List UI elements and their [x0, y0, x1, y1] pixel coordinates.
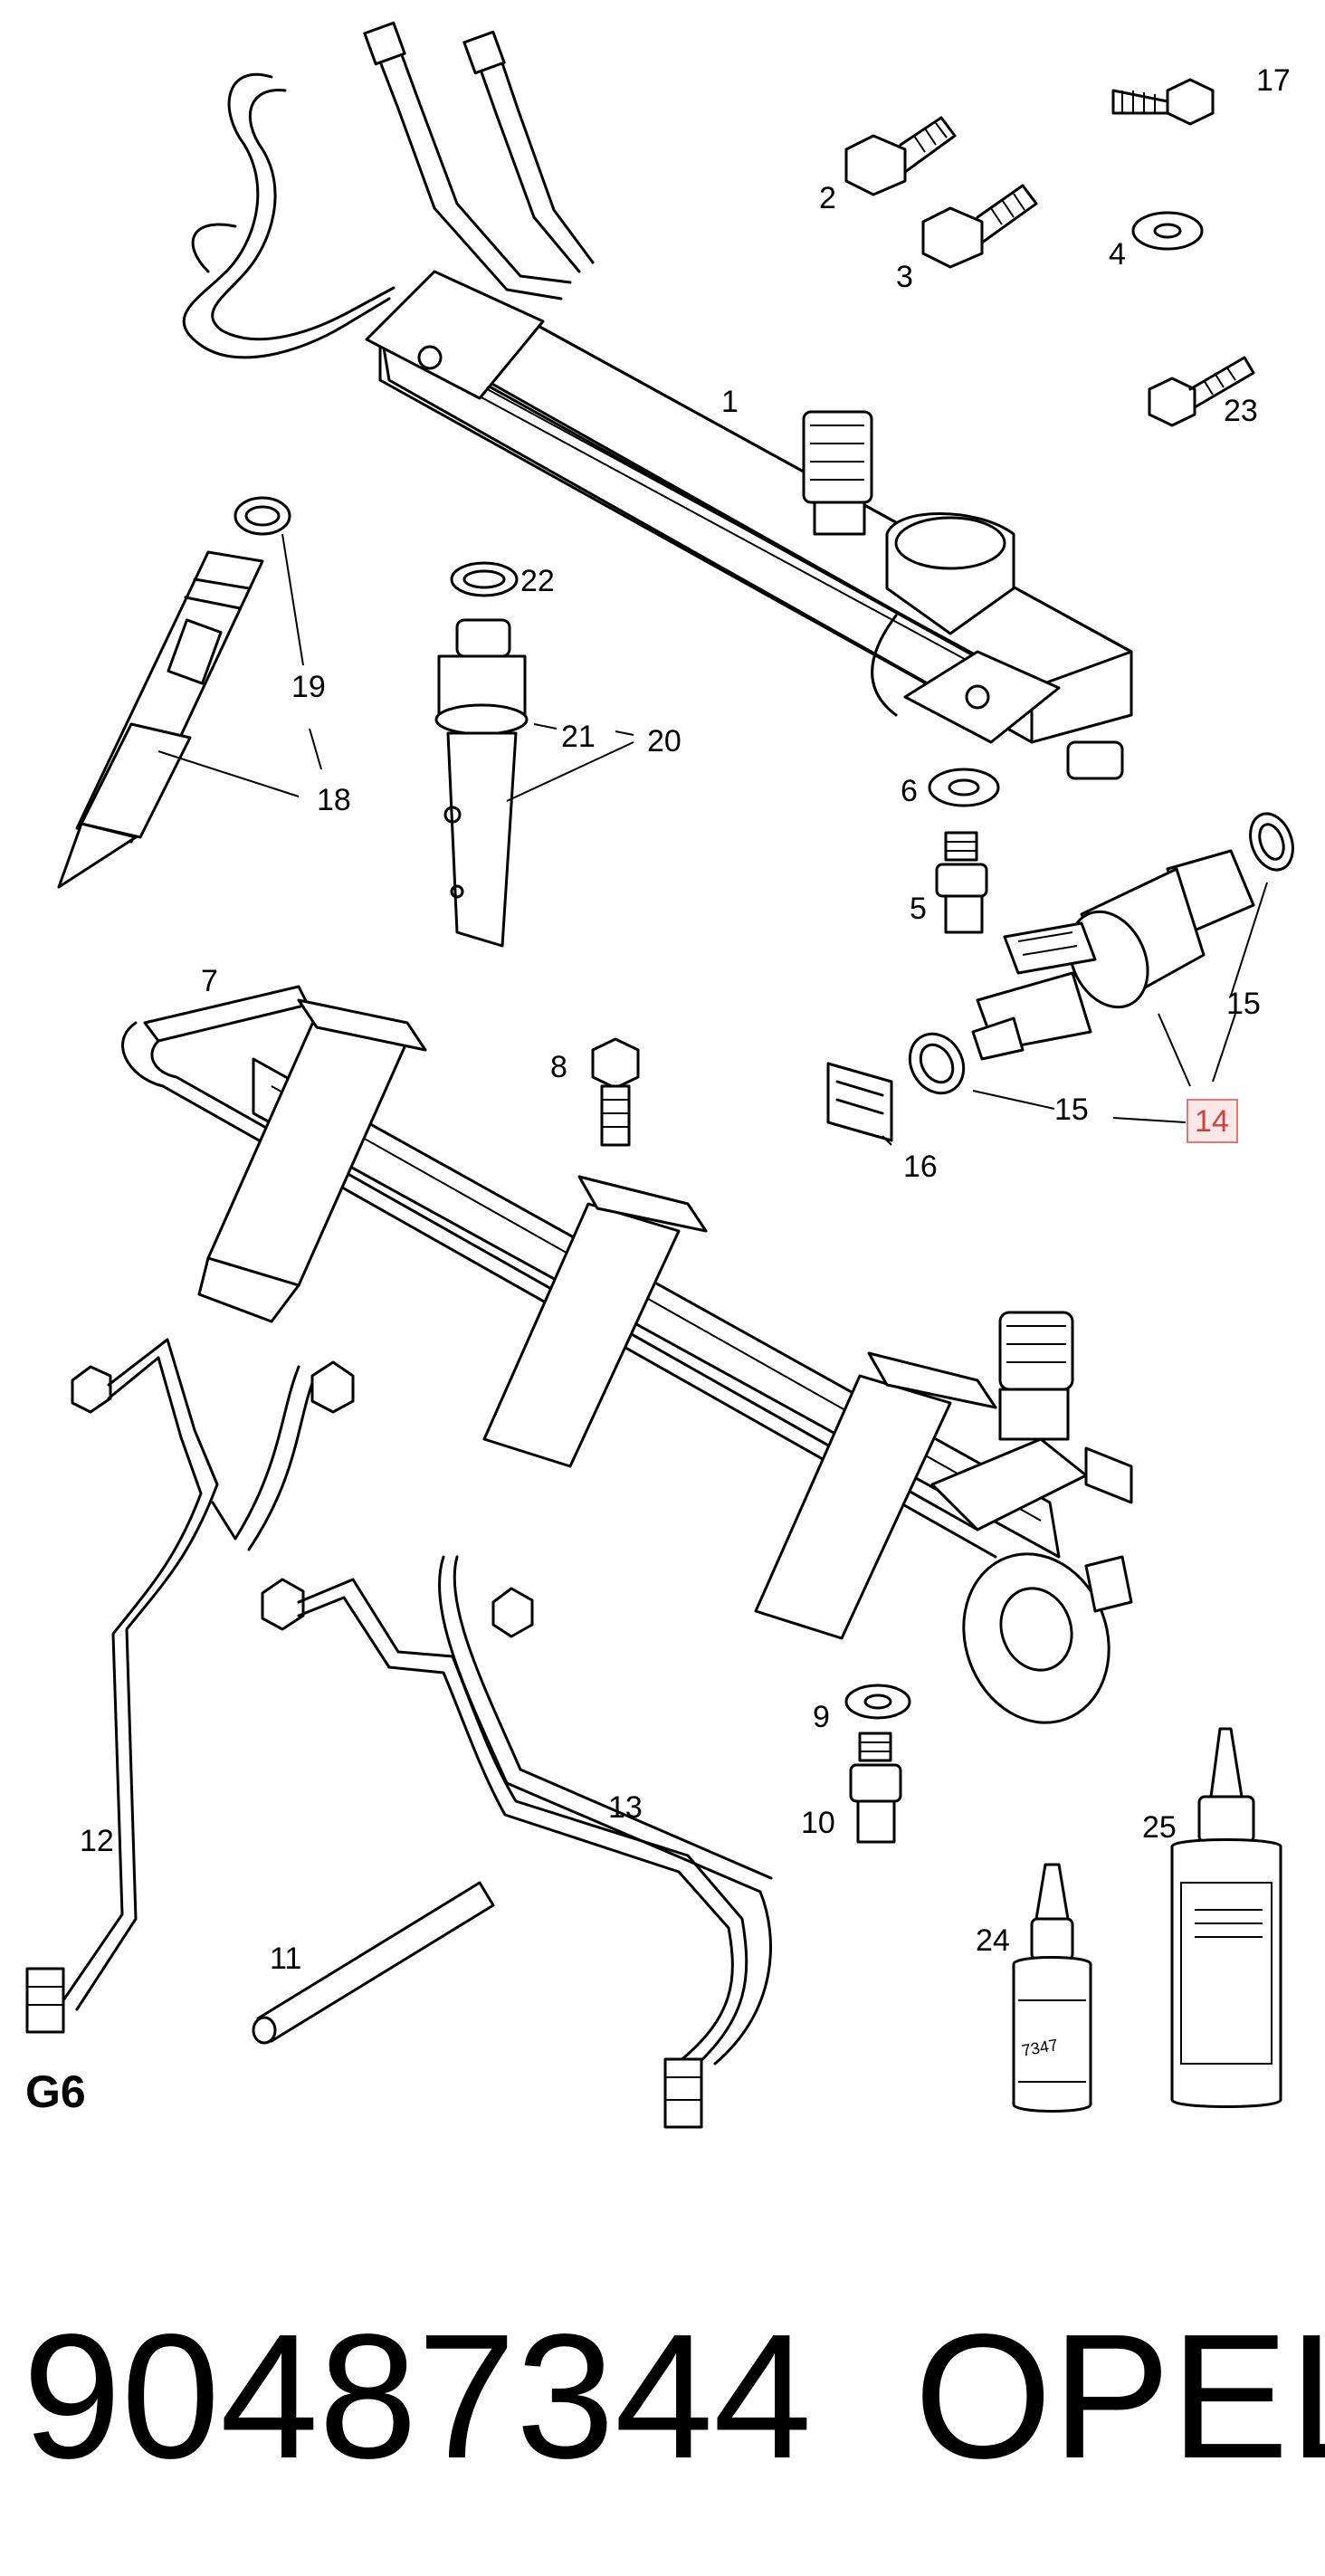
bottle-25: [1170, 1727, 1282, 2108]
injector-18: [57, 496, 291, 889]
callout-2: 2: [819, 181, 836, 215]
bottle-24: 7347: [1012, 1863, 1092, 2113]
callout-23: 23: [1224, 394, 1258, 428]
stud-10: [849, 1732, 902, 1844]
callout-14: 14: [1195, 1104, 1229, 1139]
callout-19: 19: [291, 670, 326, 704]
callout-16: 16: [903, 1150, 938, 1184]
callout-5: 5: [910, 892, 927, 926]
fuel-rail-7: [121, 985, 1133, 1724]
fuel-injector-14: [971, 849, 1255, 1061]
callout-13: 13: [608, 1790, 643, 1825]
callout-18: 18: [317, 783, 351, 817]
callout-21: 21: [561, 720, 596, 754]
bolt-23: [1148, 356, 1255, 427]
seal-15-right: [1249, 812, 1294, 872]
callout-6: 6: [901, 774, 918, 808]
callout-15-right: 15: [1226, 987, 1261, 1021]
injection-pipe-13: [261, 1555, 773, 2129]
seal-15-left: [908, 1032, 966, 1095]
callout-8: 8: [550, 1050, 567, 1084]
callout-24: 24: [976, 1923, 1010, 1958]
callout-1: 1: [721, 385, 739, 419]
callout-11: 11: [270, 1942, 301, 1976]
callout-9: 9: [813, 1700, 830, 1734]
bolt-3: [921, 184, 1038, 269]
section-code: G6: [25, 2066, 86, 2117]
highlight-box-14: [1187, 1099, 1238, 1143]
callout-3: 3: [896, 260, 913, 294]
callout-15-left: 15: [1054, 1092, 1089, 1127]
brand-name: OPEL: [914, 2297, 1325, 2495]
callout-7: 7: [201, 964, 218, 998]
washer-9: [844, 1684, 911, 1720]
callout-10: 10: [801, 1806, 835, 1840]
fuel-rail-top: [182, 21, 1133, 780]
part-number: 90487344: [23, 2297, 812, 2495]
washer-4: [1131, 211, 1204, 251]
hose-11: [252, 1881, 495, 2045]
leader-lines: [157, 533, 1268, 1146]
bolt-17: [1111, 78, 1215, 126]
clip-16: [826, 1062, 893, 1142]
callout-17: 17: [1256, 63, 1291, 98]
bolt-2: [844, 116, 957, 196]
callout-22: 22: [520, 564, 555, 598]
callouts: 1 2 3 4 5 6 7 8 9 10 11 12 13 14 15 15 1…: [80, 63, 1291, 1976]
injector-20: [434, 561, 529, 948]
callout-25: 25: [1142, 1810, 1177, 1845]
callout-4: 4: [1109, 237, 1126, 272]
callout-12: 12: [80, 1824, 114, 1858]
bolt-8: [591, 1037, 640, 1147]
stud-5: [935, 831, 988, 934]
callout-20: 20: [647, 724, 682, 758]
washer-6: [928, 768, 1000, 807]
injection-pipe-12: [25, 1338, 355, 2034]
